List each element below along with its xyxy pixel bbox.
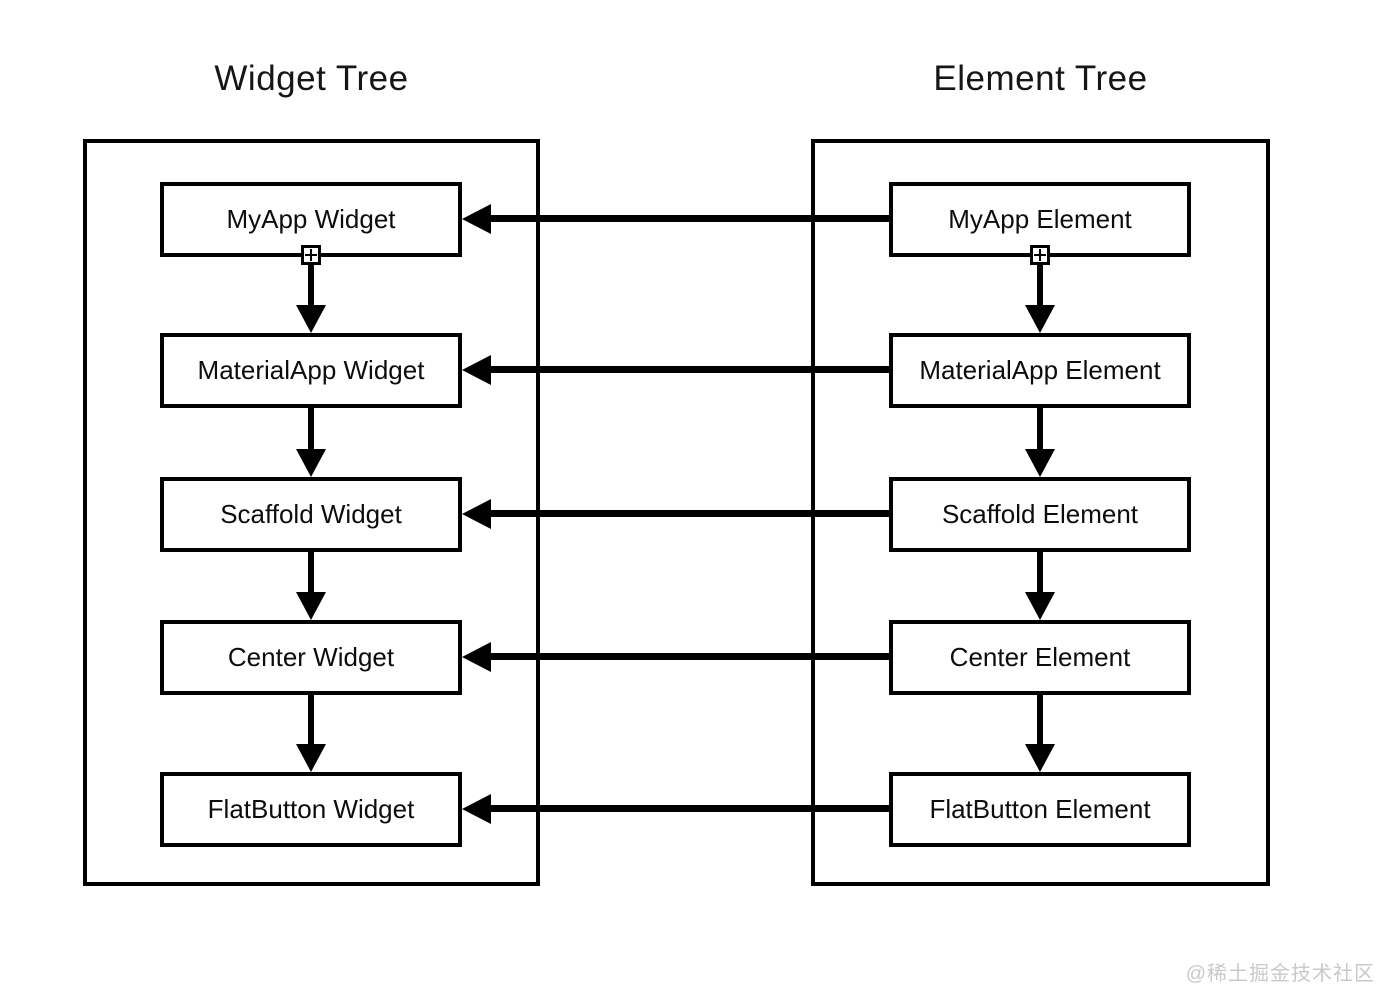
node-scaffold-widget: Scaffold Widget — [160, 477, 462, 552]
arrow-stem — [308, 408, 314, 451]
left-arrowhead-icon — [462, 355, 491, 385]
arrow-stem — [1037, 695, 1043, 746]
arrow-stem — [1037, 552, 1043, 594]
down-arrowhead-icon — [1025, 449, 1055, 477]
arrow-stem — [1037, 265, 1043, 307]
node-materialapp-widget: MaterialApp Widget — [160, 333, 462, 408]
arrow-stem — [490, 805, 889, 812]
left-arrowhead-icon — [462, 642, 491, 672]
node-scaffold-element: Scaffold Element — [889, 477, 1191, 552]
arrow-stem — [308, 552, 314, 594]
arrow-flatbutton-element-to-widget — [462, 794, 889, 824]
arrow-center-element-to-widget — [462, 642, 889, 672]
down-arrowhead-icon — [1025, 305, 1055, 333]
arrow-stem — [308, 265, 314, 307]
arrow-stem — [1037, 408, 1043, 451]
node-flatbutton-widget: FlatButton Widget — [160, 772, 462, 847]
plus-square-icon — [301, 245, 321, 265]
down-arrow-icon — [1025, 408, 1055, 477]
element-tree-title: Element Tree — [933, 59, 1148, 98]
down-arrow-icon — [1025, 552, 1055, 620]
down-arrow-icon — [1025, 265, 1055, 333]
arrow-materialapp-element-to-widget — [462, 355, 889, 385]
widget-tree-title: Widget Tree — [214, 59, 409, 98]
watermark-text: @稀土掘金技术社区 — [1185, 963, 1375, 985]
node-materialapp-element: MaterialApp Element — [889, 333, 1191, 408]
down-arrowhead-icon — [296, 305, 326, 333]
arrow-stem — [308, 695, 314, 746]
left-arrowhead-icon — [462, 499, 491, 529]
left-arrowhead-icon — [462, 794, 491, 824]
arrow-stem — [490, 366, 889, 373]
node-center-element: Center Element — [889, 620, 1191, 695]
down-arrow-icon — [296, 695, 326, 772]
arrow-myapp-element-to-widget — [462, 204, 889, 234]
down-arrowhead-icon — [1025, 744, 1055, 772]
down-arrow-icon — [296, 265, 326, 333]
down-arrow-icon — [296, 408, 326, 477]
arrow-stem — [490, 215, 889, 222]
node-flatbutton-element: FlatButton Element — [889, 772, 1191, 847]
down-arrow-icon — [1025, 695, 1055, 772]
down-arrowhead-icon — [296, 592, 326, 620]
arrow-stem — [490, 510, 889, 517]
down-arrowhead-icon — [1025, 592, 1055, 620]
down-arrowhead-icon — [296, 449, 326, 477]
down-arrowhead-icon — [296, 744, 326, 772]
down-arrow-icon — [296, 552, 326, 620]
left-arrowhead-icon — [462, 204, 491, 234]
node-center-widget: Center Widget — [160, 620, 462, 695]
arrow-scaffold-element-to-widget — [462, 499, 889, 529]
plus-square-icon — [1030, 245, 1050, 265]
arrow-stem — [490, 653, 889, 660]
